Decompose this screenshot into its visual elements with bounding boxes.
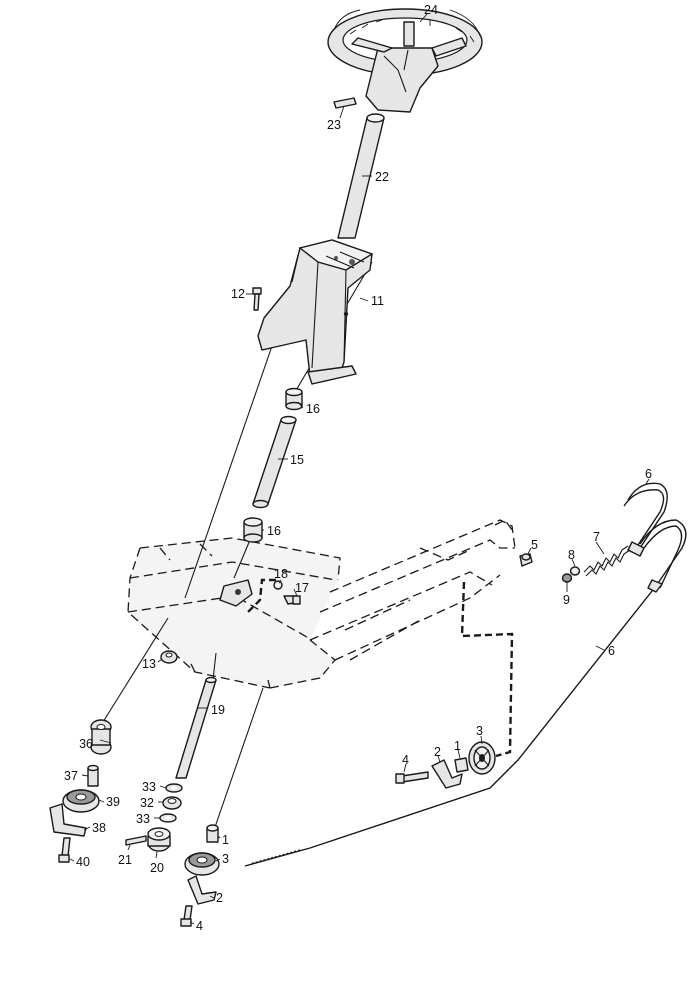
pulley-36 [90,719,112,755]
label-33-lower: 33 [136,812,150,826]
bolt-right [395,771,429,784]
label-19: 19 [211,703,225,717]
label-3-lower: 3 [222,852,229,866]
label-24: 24 [424,3,438,17]
label-16-upper: 16 [306,402,320,416]
washer-33-lower [159,813,177,823]
label-40: 40 [76,855,90,869]
label-9: 9 [563,593,570,607]
idler-bracket-lower [187,875,217,905]
label-22: 22 [375,170,389,184]
label-1-lower: 1 [222,833,229,847]
label-11: 11 [371,294,384,308]
label-20: 20 [150,861,164,875]
label-5: 5 [531,538,538,552]
idler-pulley-lower [184,852,220,876]
control-cable-upper [623,482,668,557]
shaft-19 [175,676,217,779]
bushing-upper [285,387,303,411]
bushing-lower [243,517,263,543]
label-23: 23 [327,118,341,132]
spacer-37 [87,764,99,787]
steering-console-bracket [257,239,374,385]
label-3-right: 3 [476,724,483,738]
nut-5 [519,553,533,567]
label-37: 37 [64,769,78,783]
steering-shaft [337,113,385,239]
brake-cable-dashed [245,578,514,758]
roll-pin [333,97,357,109]
washer-8 [569,566,581,576]
label-6-upper: 6 [645,467,652,481]
label-1-right: 1 [454,739,461,753]
label-13: 13 [142,657,156,671]
label-15: 15 [290,453,304,467]
nut-9 [561,573,573,583]
column-tube [252,415,297,509]
control-cable-long [244,519,687,867]
label-leaders [69,13,650,925]
label-38: 38 [92,821,106,835]
chassis-frame [127,519,516,689]
steering-gear [219,579,253,607]
spring-7 [583,545,631,577]
nut-13 [160,650,178,664]
bolt-17 [283,595,301,605]
label-4-lower: 4 [196,919,203,933]
label-8: 8 [568,548,575,562]
pulley-20 [147,827,171,852]
label-21: 21 [118,853,132,867]
label-6-lower: 6 [608,644,615,658]
bushing-32 [162,796,182,810]
bolt-lower [180,905,193,927]
label-2-lower: 2 [216,891,223,905]
idler-pulley-right [468,741,496,775]
label-32: 32 [140,796,154,810]
idler-bracket-right [431,759,463,789]
pin-21 [125,835,147,846]
bolt-40 [58,837,71,863]
label-17: 17 [295,581,309,595]
label-39: 39 [106,795,120,809]
bolt-12 [252,287,262,311]
label-4-right: 4 [402,753,409,767]
bracket-38 [49,803,87,837]
pulley-39 [62,789,100,813]
washer-18 [273,580,283,590]
label-2-right: 2 [434,745,441,759]
steering-wheel [327,8,483,113]
label-33-upper: 33 [142,780,156,794]
label-16-lower: 16 [267,524,281,538]
washer-33-upper [165,783,183,793]
label-18: 18 [274,567,288,581]
spacer-right [454,757,469,773]
label-36: 36 [79,737,93,751]
part-labels: 24 23 22 12 11 16 15 16 18 17 5 6 7 8 9 … [64,3,652,933]
spacer-1-lower [206,824,219,843]
label-12: 12 [231,287,245,301]
label-7: 7 [593,530,600,544]
